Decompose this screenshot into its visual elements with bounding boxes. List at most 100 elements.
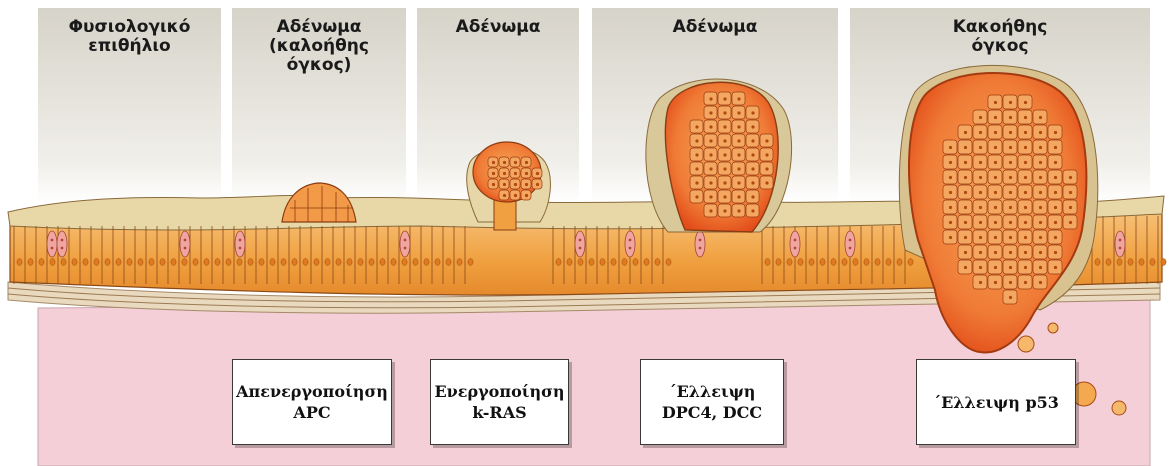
tumor-nucleus <box>695 181 698 184</box>
tumor-nucleus <box>1009 281 1012 284</box>
goblet-granule <box>51 247 54 250</box>
goblet-granule <box>794 239 797 242</box>
tumor-nucleus <box>695 195 698 198</box>
tumor-nucleus <box>979 206 982 209</box>
tumor-nucleus <box>1009 206 1012 209</box>
tumor-nucleus <box>979 251 982 254</box>
tumor-nucleus <box>1039 206 1042 209</box>
event-box-apc: Απενεργοποίηση APC <box>232 359 392 445</box>
tumor-nucleus <box>1054 236 1057 239</box>
cell-nucleus <box>820 259 825 266</box>
cell-nucleus <box>303 259 308 266</box>
tumor-nucleus <box>1009 236 1012 239</box>
tumor-nucleus <box>949 191 952 194</box>
tumor-nucleus <box>964 266 967 269</box>
cell-nucleus <box>358 259 363 266</box>
cell-nucleus <box>468 259 473 266</box>
goblet-granule <box>849 247 852 250</box>
cell-nucleus <box>798 259 803 266</box>
tumor-nucleus <box>1069 206 1072 209</box>
tumor-nucleus <box>1024 221 1027 224</box>
cell-nucleus <box>567 259 572 266</box>
tumor-nucleus <box>994 281 997 284</box>
cell-nucleus <box>776 259 781 266</box>
tumor-nucleus <box>1024 266 1027 269</box>
tumor-nucleus <box>765 167 768 170</box>
tumor-nucleus <box>1039 236 1042 239</box>
tumor-nucleus <box>994 251 997 254</box>
tumor-nucleus <box>1024 191 1027 194</box>
tumor-nucleus <box>1024 236 1027 239</box>
tumor-nucleus <box>723 153 726 156</box>
cell-nucleus <box>886 259 891 266</box>
cell-nucleus <box>578 259 583 266</box>
goblet-cell <box>790 231 800 257</box>
cell-nucleus <box>259 259 264 266</box>
cell-nucleus <box>50 259 55 266</box>
cell-nucleus <box>138 259 143 266</box>
goblet-granule <box>61 239 64 242</box>
stage-label-normal-line-1: Φυσιολογικό <box>38 18 221 37</box>
cell-nucleus <box>864 259 869 266</box>
cell-nucleus <box>1095 259 1100 266</box>
event-box-dpc4: ΄Ελλειψη DPC4, DCC <box>640 359 784 445</box>
tumor-nucleus <box>994 236 997 239</box>
tumor-nucleus <box>709 153 712 156</box>
cell-nucleus <box>116 259 121 266</box>
goblet-granule <box>579 247 582 250</box>
tumor-nucleus <box>751 167 754 170</box>
event-box-kras: Ενεργοποίηση k-RAS <box>430 359 569 445</box>
cell-nucleus <box>248 259 253 266</box>
event-apc-line-2: APC <box>293 402 330 423</box>
tumor-nucleus <box>1054 176 1057 179</box>
tumor-nucleus <box>1054 146 1057 149</box>
tumor-nucleus <box>1054 206 1057 209</box>
tumor-nucleus <box>737 195 740 198</box>
tumor-nucleus <box>492 172 495 175</box>
cell-nucleus <box>105 259 110 266</box>
tumor-nucleus <box>492 161 495 164</box>
tumor-nucleus <box>964 161 967 164</box>
goblet-granule <box>239 239 242 242</box>
cell-nucleus <box>1117 259 1122 266</box>
cell-nucleus <box>171 259 176 266</box>
tumor-nucleus <box>979 161 982 164</box>
cell-nucleus <box>809 259 814 266</box>
tumor-nucleus <box>1039 221 1042 224</box>
goblet-granule <box>239 247 242 250</box>
goblet-cell <box>180 231 190 257</box>
tumor-nucleus <box>765 153 768 156</box>
tumor-nucleus <box>737 139 740 142</box>
cell-nucleus <box>1139 259 1144 266</box>
tumor-nucleus <box>949 221 952 224</box>
tumor-nucleus <box>979 281 982 284</box>
cell-nucleus <box>435 259 440 266</box>
tumor-nucleus <box>964 221 967 224</box>
tumor-nucleus <box>994 206 997 209</box>
tumor-nucleus <box>695 167 698 170</box>
tumor-nucleus <box>751 195 754 198</box>
cell-nucleus <box>325 259 330 266</box>
goblet-cell <box>400 231 410 257</box>
cell-nucleus <box>556 259 561 266</box>
tumor-nucleus <box>536 183 539 186</box>
tumor-nucleus <box>709 181 712 184</box>
tumor-nucleus <box>1039 191 1042 194</box>
tumor-nucleus <box>723 195 726 198</box>
stage-label-adenoma-early-line-1: Αδένωμα <box>417 18 579 37</box>
cell-nucleus <box>853 259 858 266</box>
tumor-nucleus <box>1054 221 1057 224</box>
cell-nucleus <box>270 259 275 266</box>
cell-nucleus <box>215 259 220 266</box>
cell-nucleus <box>204 259 209 266</box>
tumor-nucleus <box>514 161 517 164</box>
tumor-nucleus <box>751 153 754 156</box>
tumor-nucleus <box>737 167 740 170</box>
goblet-granule <box>404 239 407 242</box>
tumor-nucleus <box>709 195 712 198</box>
cell-nucleus <box>149 259 154 266</box>
cell-nucleus <box>666 259 671 266</box>
tumor-nucleus <box>1054 161 1057 164</box>
goblet-granule <box>61 247 64 250</box>
